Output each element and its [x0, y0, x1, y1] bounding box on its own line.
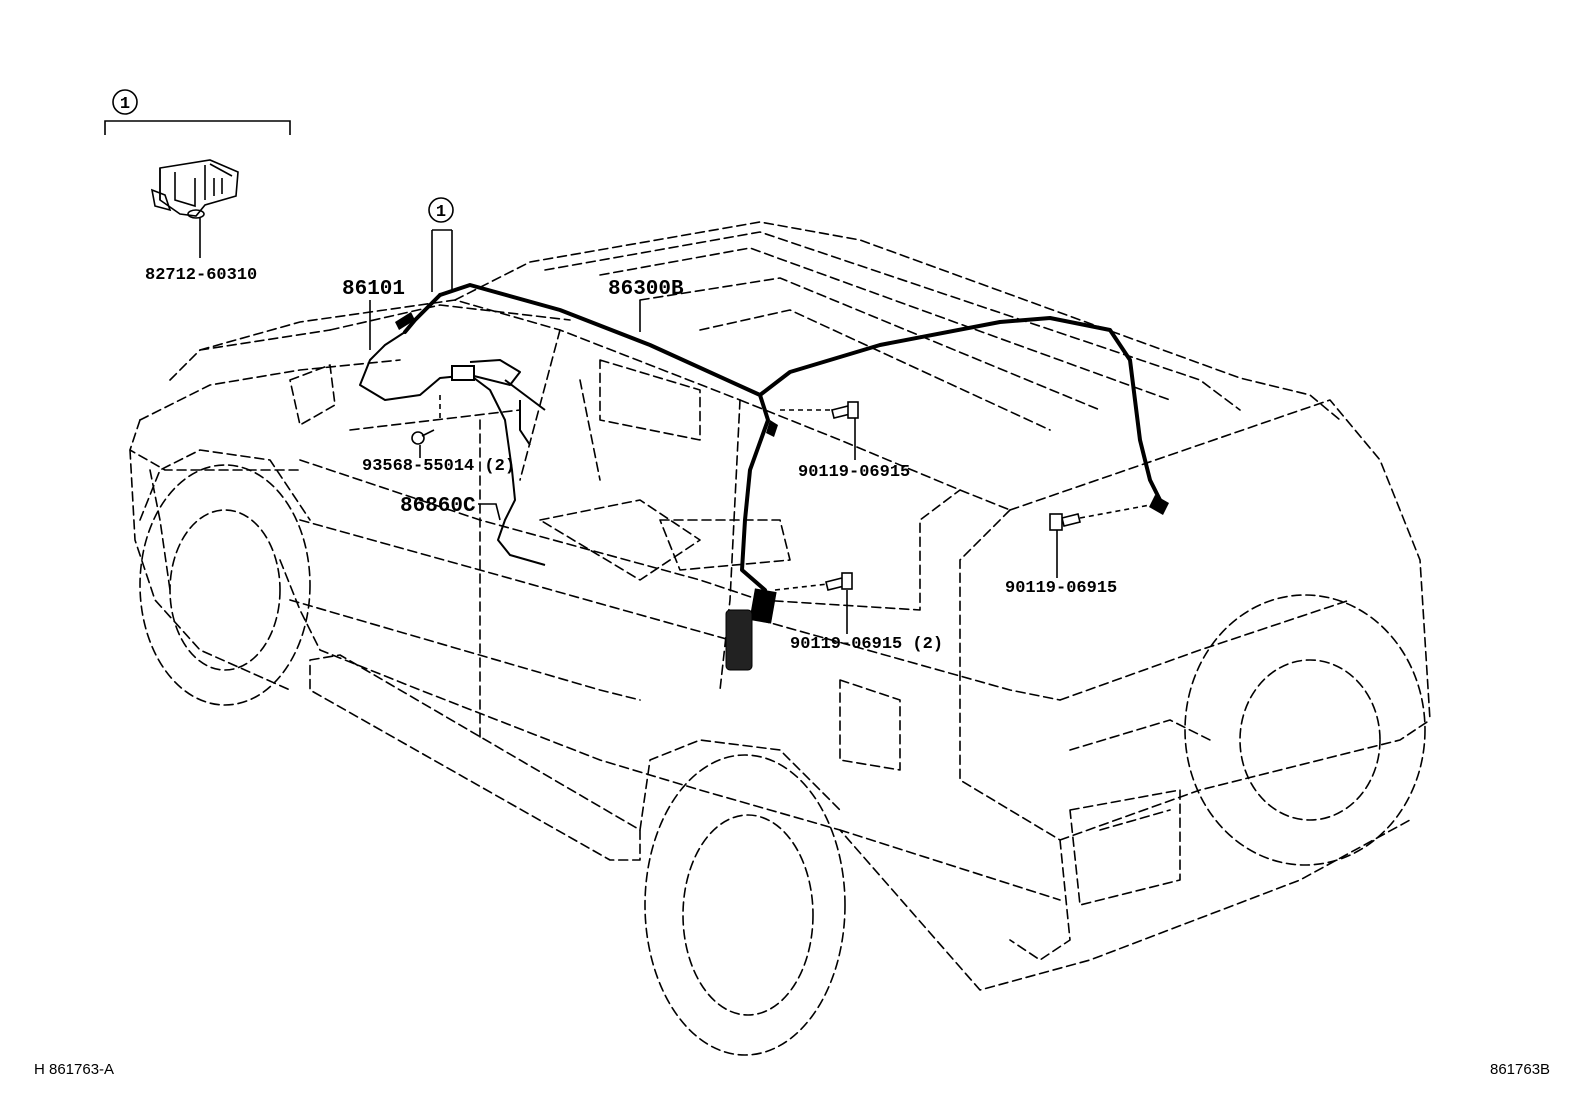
- footer-right-code: 861763B: [1490, 1061, 1550, 1078]
- part-label-cord-roof: 86300B: [608, 278, 684, 301]
- leader-lines: [104, 120, 1151, 634]
- footer-left-code: H 861763-A: [34, 1061, 114, 1078]
- bolt-upper: [831, 401, 859, 419]
- bolt-lower: [825, 572, 853, 591]
- part-label-screw-front: 93568-55014 (2): [362, 457, 515, 476]
- screw-front: [411, 429, 435, 445]
- group-marker-antenna: 1: [428, 197, 454, 223]
- part-label-cord-front: 86860C: [400, 495, 476, 518]
- part-label-antenna: 86101: [342, 278, 405, 301]
- part-label-bolt-rear: 90119-06915: [1005, 579, 1117, 598]
- part-label-bolt-upper: 90119-06915: [798, 463, 910, 482]
- part-label-bracket: 82712-60310: [145, 266, 257, 285]
- vehicle-outline: [129, 221, 1431, 1056]
- antenna-cord-roof: [403, 283, 1169, 671]
- group-marker-top-text: 1: [120, 95, 130, 114]
- part-label-bolt-lower: 90119-06915 (2): [790, 635, 943, 654]
- group-marker-top: 1: [112, 89, 138, 115]
- bolt-rear: [1049, 513, 1081, 531]
- bracket-part: [150, 159, 239, 219]
- antenna-cord-front: [359, 312, 546, 566]
- group-marker-antenna-text: 1: [436, 203, 446, 222]
